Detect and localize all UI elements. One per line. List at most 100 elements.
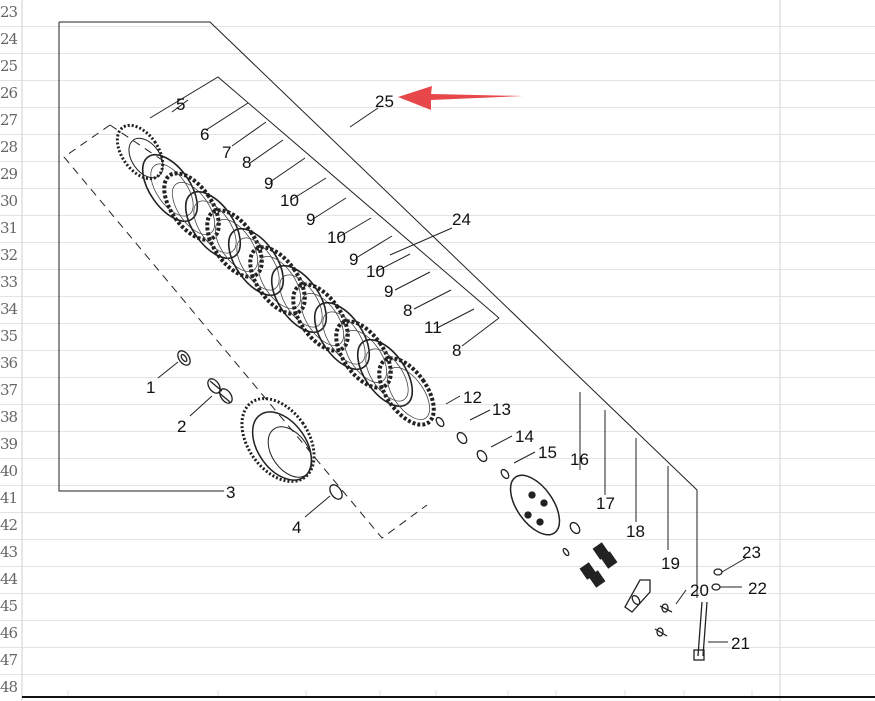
row-number[interactable]: 28 [0, 138, 18, 156]
callout-11: 11 [424, 318, 442, 337]
row-number[interactable]: 23 [0, 3, 18, 21]
seal-part-23 [713, 568, 723, 576]
friction-plate [291, 282, 350, 353]
plate-inner-edge [171, 182, 216, 235]
push-rod-part-21 [693, 601, 708, 661]
callout-9a: 9 [264, 174, 273, 193]
plate-inner-edge [257, 256, 302, 309]
leader-8a [249, 139, 284, 164]
row-number[interactable]: 46 [0, 624, 18, 642]
callout-3: 3 [226, 483, 235, 502]
leader-20 [675, 589, 687, 605]
spring-part-18 [579, 542, 618, 588]
ring-part-15 [500, 468, 510, 480]
row-number[interactable]: 31 [0, 219, 18, 237]
callout-21: 21 [731, 634, 750, 653]
row-number[interactable]: 29 [0, 165, 18, 183]
leader-10c [376, 253, 411, 272]
row-number[interactable]: 25 [0, 57, 18, 75]
pin-part-17 [562, 547, 570, 557]
nut-part-14 [476, 449, 488, 463]
leader-9d [394, 271, 431, 291]
plate-inner-edge [279, 274, 323, 328]
row-number[interactable]: 24 [0, 30, 18, 48]
clutch-hub-part [115, 123, 165, 181]
dashed-assembly-box [63, 124, 428, 539]
friction-plate [377, 356, 436, 427]
bushing-part-2 [207, 378, 233, 404]
clutch-plate-stack [141, 154, 436, 427]
callout-10b: 10 [327, 228, 346, 247]
leader-10a [290, 177, 327, 201]
leader-25 [349, 107, 379, 128]
dashed-box-edge [109, 124, 163, 161]
row-number[interactable]: 33 [0, 273, 18, 291]
red-pointer-arrow [398, 86, 523, 110]
row-number[interactable]: 30 [0, 192, 18, 210]
row-number[interactable]: 39 [0, 435, 18, 453]
plate-inner-edge [386, 367, 431, 420]
washer-hole-1 [180, 353, 188, 363]
leader-7 [231, 121, 267, 147]
row-number[interactable]: 26 [0, 84, 18, 102]
callout-10a: 10 [280, 191, 299, 210]
callout-20: 20 [690, 581, 709, 600]
row-number[interactable]: 40 [0, 462, 18, 480]
plate-inner-edge [300, 293, 345, 346]
row-number[interactable]: 36 [0, 354, 18, 372]
leader-9c [355, 235, 393, 259]
friction-plate [334, 319, 393, 390]
row-number[interactable]: 27 [0, 111, 18, 129]
row-number[interactable]: 47 [0, 651, 18, 669]
bracket-outline-top [59, 21, 698, 598]
bracket-outline-left [58, 22, 224, 492]
leader-fan-outer [149, 76, 500, 319]
callout-13: 13 [492, 400, 511, 419]
leader-2 [189, 395, 213, 417]
row-number[interactable]: 37 [0, 381, 18, 399]
row-number[interactable]: 34 [0, 300, 18, 318]
callout-18: 18 [626, 522, 645, 541]
leader-4 [304, 495, 331, 518]
row-number[interactable]: 43 [0, 543, 18, 561]
leader-8c [461, 317, 500, 347]
callout-25: 25 [375, 92, 394, 111]
callout-16: 16 [570, 450, 589, 469]
leader-12 [445, 395, 461, 405]
steel-plate [184, 191, 242, 259]
plate-inner-edge [150, 163, 194, 217]
steel-plate [356, 339, 414, 407]
row-number[interactable]: 32 [0, 246, 18, 264]
callout-8a: 8 [242, 153, 251, 172]
row-number[interactable]: 48 [0, 678, 18, 696]
leader-13 [469, 409, 491, 421]
row-number[interactable]: 41 [0, 489, 18, 507]
seal-part-22 [711, 583, 721, 591]
plate-inner-edge [214, 219, 259, 272]
row-number[interactable]: 42 [0, 516, 18, 534]
row-number[interactable]: 44 [0, 570, 18, 588]
callout-10c: 10 [366, 262, 385, 281]
washer-part-4 [329, 484, 343, 500]
callout-14: 14 [515, 427, 534, 446]
leader-6 [205, 102, 249, 131]
row-number[interactable]: 38 [0, 408, 18, 426]
steel-plate [313, 302, 371, 370]
callout-4: 4 [292, 518, 301, 537]
callout-22: 22 [748, 579, 767, 598]
callout-12: 12 [463, 388, 482, 407]
callout-5: 5 [176, 95, 185, 114]
lifter-plate-part-19 [624, 579, 651, 613]
callout-labels: 1 2 3 4 5 6 7 8 9 10 9 10 9 10 9 8 11 8 … [146, 92, 767, 653]
callout-17: 17 [596, 494, 615, 513]
callout-9d: 9 [384, 282, 393, 301]
row-number[interactable]: 35 [0, 327, 18, 345]
spreadsheet-grid [0, 26, 875, 697]
plate-inner-edge [236, 237, 280, 291]
callout-19: 19 [661, 554, 680, 573]
callout-8b: 8 [403, 301, 412, 320]
leader-11 [436, 308, 475, 329]
callout-6: 6 [200, 125, 209, 144]
row-number[interactable]: 45 [0, 597, 18, 615]
leader-9b [312, 197, 347, 220]
